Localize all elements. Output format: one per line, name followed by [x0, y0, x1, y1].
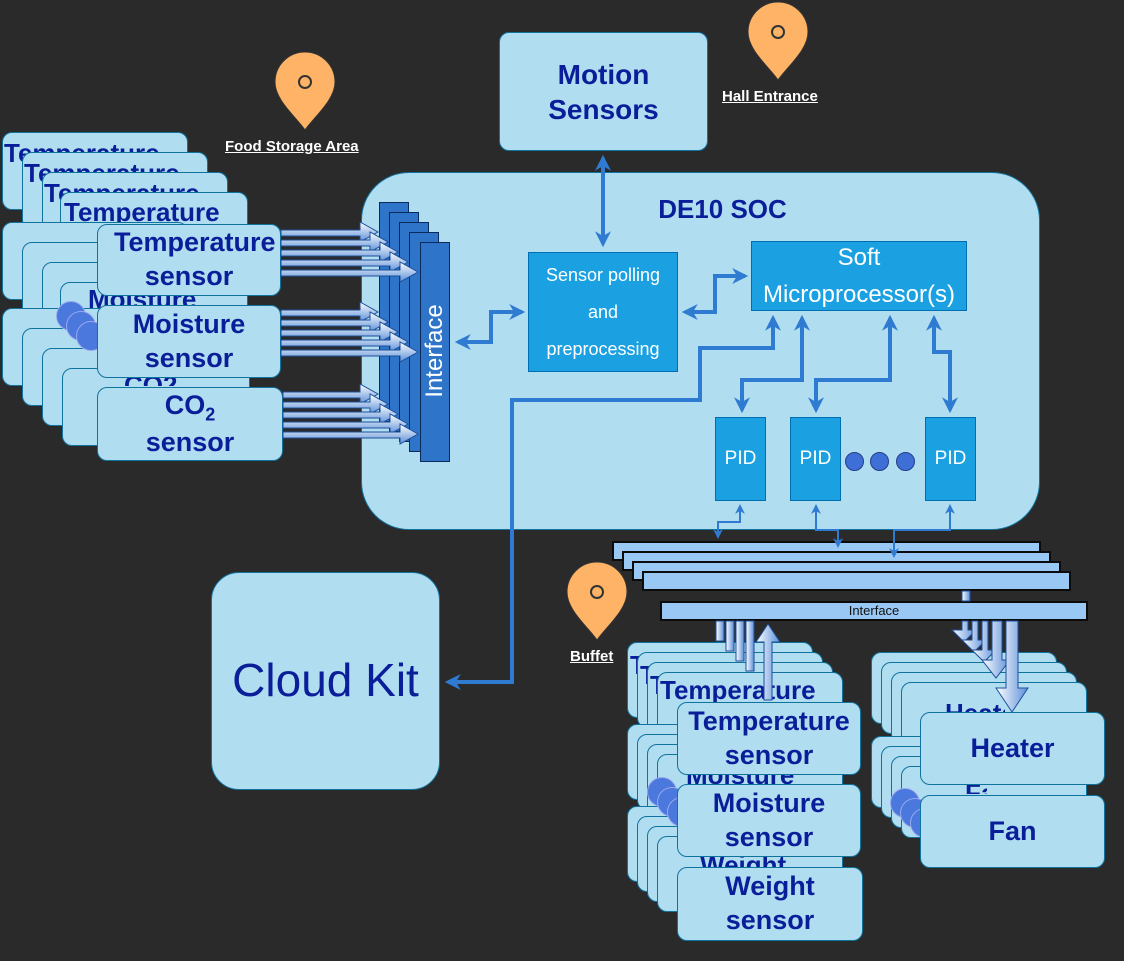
- co2-subscript: 2: [205, 404, 216, 425]
- ellipsis-dot-icon: [896, 452, 915, 471]
- buffet-weight-label: Weight sensor: [725, 871, 815, 935]
- buffet-moisture-label: Moisture sensor: [712, 787, 826, 852]
- co2-line2-text: sensor: [145, 426, 235, 457]
- buffet-sensor-arrows: [715, 620, 781, 701]
- co2-sensor-label: CO2: [165, 389, 216, 426]
- moisture-sensor-label: Moisture sensor: [132, 308, 246, 373]
- soc-title: DE10 SOC: [658, 194, 787, 224]
- soft-microprocessor-block: Soft Microprocessor(s): [751, 241, 967, 311]
- cpu-pid3-arrow: [926, 314, 958, 414]
- soft-microprocessor-label: Soft Microprocessor(s): [762, 244, 956, 308]
- hall-entrance-label: Hall Entrance: [722, 88, 818, 105]
- pid2-iface-arrow: [811, 504, 843, 548]
- sensor-input-arrows: [280, 221, 420, 445]
- fan-label: Fan: [988, 815, 1037, 846]
- actuator-stack-heater-text: Heater: [945, 700, 1005, 714]
- cloud-kit-label: Cloud Kit: [232, 654, 419, 707]
- ellipsis-dot-icon: [845, 452, 864, 471]
- buffet-interface-label: Interface: [848, 603, 900, 618]
- pid3-iface-arrow: [889, 504, 955, 558]
- buffet-temperature-sensor-box: Temperature sensor: [677, 702, 861, 775]
- temperature-sensor-label: Temperature sensor: [114, 227, 276, 291]
- ellipsis-dot-icon: [870, 452, 889, 471]
- co2-main-text: CO: [164, 389, 206, 420]
- moisture-sensor-box: Moisture sensor: [97, 305, 281, 378]
- pid-block-2: PID: [790, 417, 841, 501]
- temperature-sensor-box: Temperature sensor: [97, 224, 281, 296]
- cloud-kit-box: Cloud Kit: [211, 572, 440, 790]
- actuator-arrows: [950, 590, 1029, 713]
- co2-sensor-box: CO2 sensor: [97, 387, 283, 461]
- left-stack-temp-text: Temperature: [64, 199, 220, 225]
- pid-label: PID: [934, 448, 967, 469]
- food-storage-label: Food Storage Area: [225, 138, 359, 155]
- cpu-pid2-arrow: [808, 314, 898, 414]
- motion-sensors-label: Motion Sensors: [548, 58, 659, 125]
- food-storage-pin-icon: [274, 51, 336, 131]
- fan-box: Fan: [920, 795, 1105, 868]
- buffet-moisture-sensor-box: Moisture sensor: [677, 784, 861, 857]
- buffet-temperature-label: Temperature sensor: [688, 705, 850, 770]
- pid1-iface-arrow: [713, 504, 745, 539]
- pid-block-3: PID: [925, 417, 976, 501]
- cpu-pid1-arrow: [734, 314, 810, 414]
- heater-box: Heater: [920, 712, 1105, 785]
- hall-entrance-pin-icon: [747, 1, 809, 81]
- buffet-weight-sensor-box: Weight sensor: [677, 867, 863, 941]
- interface-polling-arrow: [454, 304, 526, 350]
- heater-label: Heater: [970, 732, 1055, 763]
- motion-sensors-box: Motion Sensors: [499, 32, 708, 151]
- pid-label: PID: [799, 448, 832, 469]
- polling-cpu-arrow: [681, 268, 749, 320]
